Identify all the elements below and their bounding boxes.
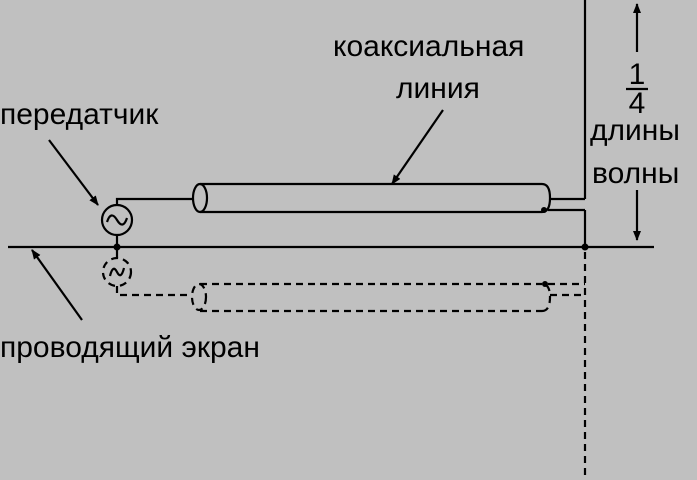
coaxial-line <box>191 182 552 214</box>
length-label-line1: длины <box>590 114 680 147</box>
screen-pointer-arrow <box>31 249 83 321</box>
coax-pointer-arrow <box>391 109 444 185</box>
transmitter-pointer-arrow <box>48 139 99 206</box>
screen-label: проводящий экран <box>0 331 260 364</box>
transmitter-label: передатчик <box>0 98 159 131</box>
fraction-denominator: 4 <box>629 87 646 120</box>
ground-junction-dot <box>581 243 589 251</box>
ac-source-icon <box>105 214 129 226</box>
length-label-line2: волны <box>592 157 679 190</box>
fraction-numerator: 1 <box>629 58 646 91</box>
coax-label-line2: линия <box>396 72 480 105</box>
transmitter <box>100 197 193 251</box>
mirror-image <box>101 250 587 480</box>
coax-label-line1: коаксиальная <box>333 30 524 63</box>
mirror-ac-source-icon <box>108 267 126 277</box>
